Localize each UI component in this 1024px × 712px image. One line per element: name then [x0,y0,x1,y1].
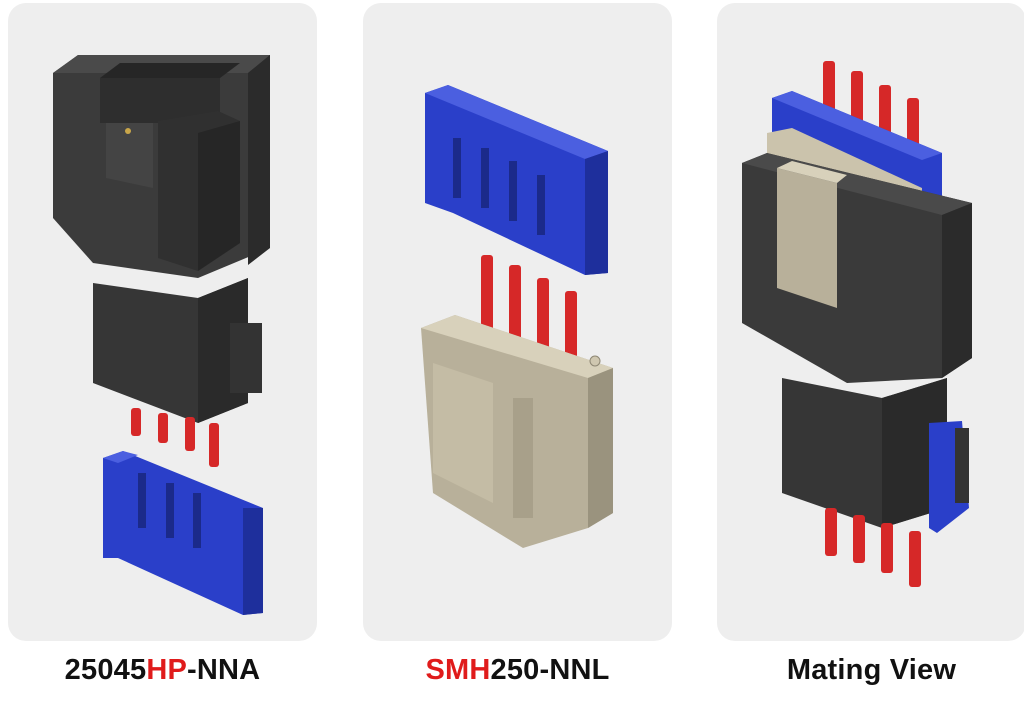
caption-highlight: HP [146,654,188,686]
caption-smh250-nnl: SMH250-NNL [363,654,672,687]
header-illustration [421,85,613,548]
product-panel-mating-view [717,3,1024,641]
product-panel-25045hp-nna [8,3,317,641]
mated-connector-illustration [742,61,972,587]
caption-suffix: 250-NNL [490,654,610,686]
caption-prefix: Mating View [786,654,957,686]
caption-prefix: 25045 [64,654,147,686]
product-panel-smh250-nnl [363,3,672,641]
connector-housing-illustration [53,55,270,615]
caption-suffix: -NNA [187,654,261,686]
caption-mating-view: Mating View [717,654,1024,687]
caption-highlight: SMH [425,654,491,686]
caption-25045hp-nna: 25045HP-NNA [8,654,317,687]
